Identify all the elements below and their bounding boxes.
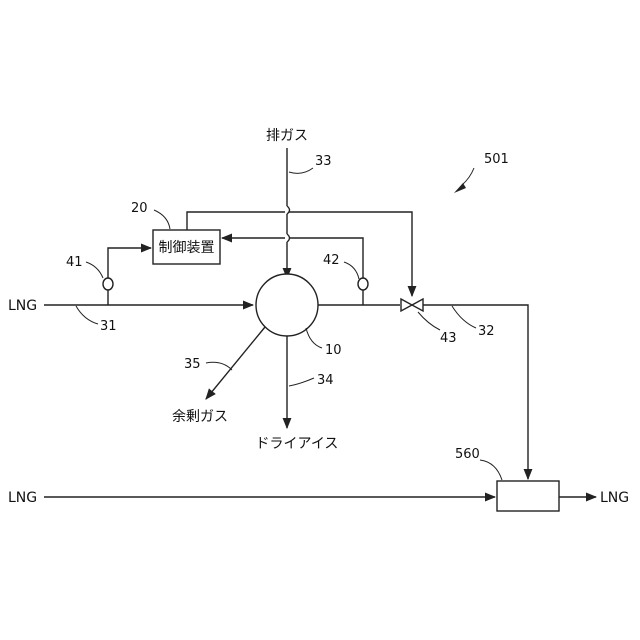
lng-inlet-label: LNG xyxy=(8,298,37,314)
leader-42 xyxy=(344,262,359,279)
lng-output-label: LNG xyxy=(600,490,629,506)
ref-43: 43 xyxy=(440,331,457,346)
signal-line-sensor42 xyxy=(222,238,363,278)
dry-ice-label: ドライアイス xyxy=(256,436,339,452)
leader-35 xyxy=(206,362,232,370)
ref-10: 10 xyxy=(325,343,342,358)
surplus-gas-label: 余剰ガス xyxy=(172,408,228,425)
sensor-41 xyxy=(103,278,113,290)
ref-35: 35 xyxy=(184,357,201,372)
leader-20 xyxy=(154,210,170,229)
box-560 xyxy=(497,481,559,511)
ref-41: 41 xyxy=(66,255,83,270)
lng-bottom-label: LNG xyxy=(8,490,37,506)
leader-32 xyxy=(452,306,476,328)
ref-560: 560 xyxy=(455,447,480,462)
ref-32: 32 xyxy=(478,324,495,339)
surplus-gas-line-35 xyxy=(206,327,265,399)
leader-33 xyxy=(289,168,313,173)
sensor-42 xyxy=(358,278,368,290)
ref-42: 42 xyxy=(323,253,340,268)
exhaust-gas-label: 排ガス xyxy=(266,128,308,144)
controller-label: 制御装置 xyxy=(159,240,215,256)
ref-31: 31 xyxy=(100,319,117,334)
leader-501-arrowhead xyxy=(454,183,466,193)
ref-20: 20 xyxy=(131,201,148,216)
leader-34 xyxy=(289,378,314,386)
ref-33: 33 xyxy=(315,154,332,169)
leader-10 xyxy=(306,328,322,348)
leader-41 xyxy=(86,262,103,278)
exhaust-gas-line-33 xyxy=(287,148,290,278)
valve-43 xyxy=(401,299,423,311)
leader-560 xyxy=(480,460,502,480)
leader-43 xyxy=(418,312,440,330)
signal-line-sensor41 xyxy=(108,248,151,278)
leader-31 xyxy=(76,306,98,324)
ref-501: 501 xyxy=(484,152,509,167)
leader-501 xyxy=(462,168,474,185)
ref-34: 34 xyxy=(317,373,334,388)
vessel-10 xyxy=(256,274,318,336)
